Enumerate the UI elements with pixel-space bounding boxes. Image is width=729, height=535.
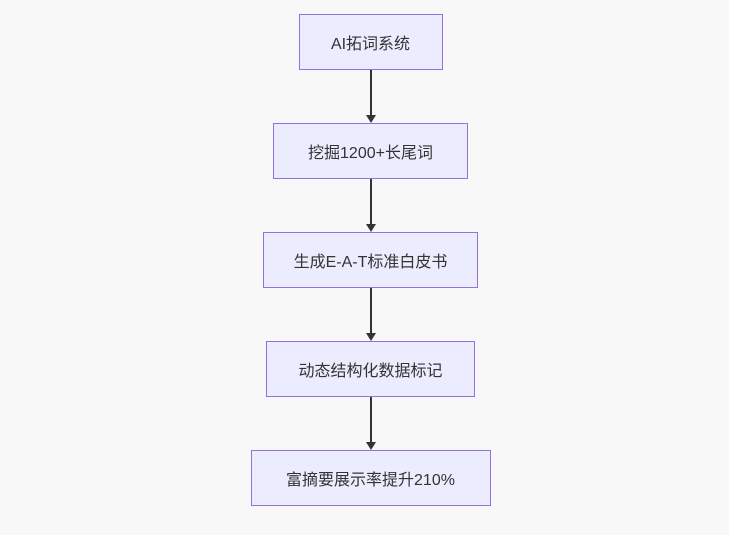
arrowhead-down-icon: [365, 333, 376, 341]
arrow-connector: [365, 397, 376, 450]
arrow-connector: [365, 179, 376, 232]
flow-node-label: 富摘要展示率提升210%: [286, 472, 455, 489]
flow-node-longtail-mining: 挖掘1200+长尾词: [273, 123, 468, 179]
flowchart-diagram: AI拓词系统 挖掘1200+长尾词 生成E-A-T标准白皮书 动态结构化数据标记…: [6, 0, 729, 535]
flow-node-ai-system: AI拓词系统: [298, 14, 443, 70]
arrowhead-down-icon: [365, 115, 376, 123]
arrow-line: [369, 397, 372, 442]
arrow-line: [369, 288, 372, 333]
flow-node-eat-whitepaper: 生成E-A-T标准白皮书: [263, 232, 478, 288]
arrow-connector: [365, 70, 376, 123]
arrowhead-down-icon: [365, 442, 376, 450]
flow-node-rich-snippet-result: 富摘要展示率提升210%: [250, 450, 491, 506]
flow-node-label: 生成E-A-T标准白皮书: [293, 254, 448, 271]
flow-node-label: 挖掘1200+长尾词: [308, 145, 433, 162]
arrow-line: [369, 70, 372, 115]
arrow-connector: [365, 288, 376, 341]
flow-node-structured-data: 动态结构化数据标记: [266, 341, 475, 397]
flow-node-label: 动态结构化数据标记: [298, 363, 443, 380]
flow-node-label: AI拓词系统: [330, 36, 411, 53]
arrowhead-down-icon: [365, 224, 376, 232]
arrow-line: [369, 179, 372, 224]
